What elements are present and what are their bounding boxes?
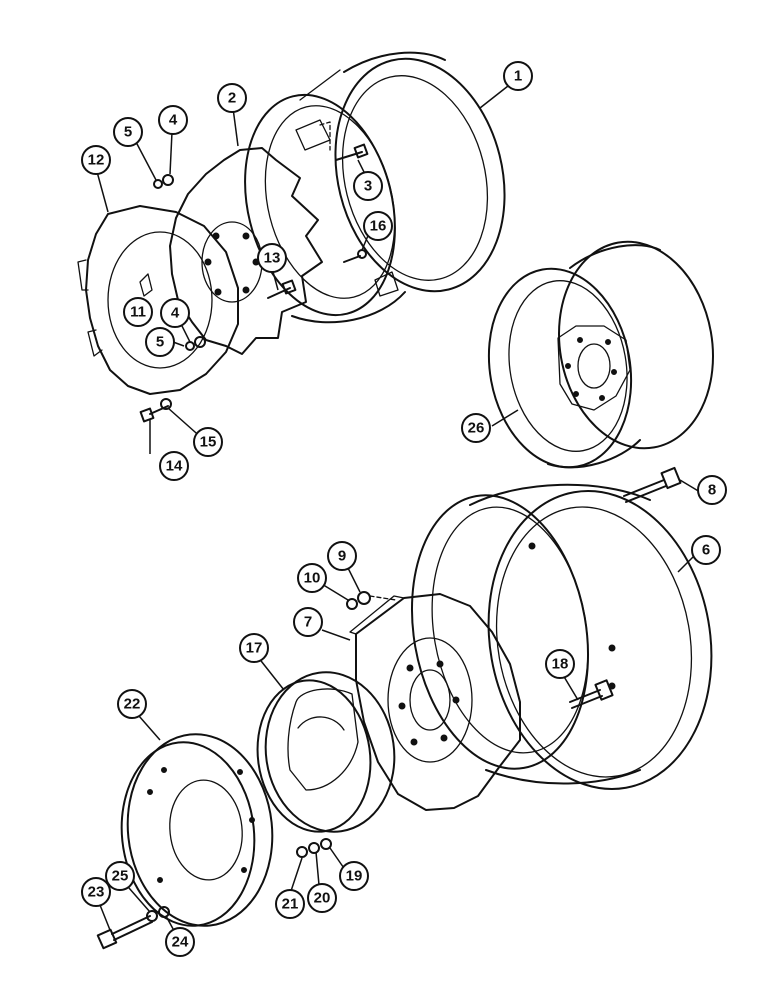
callout-2: 2 xyxy=(217,83,247,113)
callout-label: 13 xyxy=(264,250,281,267)
callout-label: 14 xyxy=(166,458,183,475)
callout-label: 10 xyxy=(304,570,321,587)
callout-label: 17 xyxy=(246,640,263,657)
callout-21: 21 xyxy=(275,889,305,919)
callout-label: 5 xyxy=(156,334,164,351)
callout-label: 16 xyxy=(370,218,387,235)
callout-label: 8 xyxy=(708,482,716,499)
callout-23: 23 xyxy=(81,877,111,907)
callout-label: 21 xyxy=(282,896,299,913)
callout-4b: 4 xyxy=(160,298,190,328)
rim-part-6 xyxy=(410,483,713,790)
callout-3: 3 xyxy=(353,171,383,201)
callout-6: 6 xyxy=(691,535,721,565)
callout-label: 4 xyxy=(169,112,178,129)
callout-label: 26 xyxy=(468,420,485,437)
ring-weight-part-17 xyxy=(256,671,396,858)
callout-label: 3 xyxy=(364,178,372,195)
callout-12: 12 xyxy=(81,145,111,175)
callout-7: 7 xyxy=(293,607,323,637)
callout-4a: 4 xyxy=(158,105,188,135)
callout-15: 15 xyxy=(193,427,223,457)
callout-11: 11 xyxy=(123,297,153,327)
callout-17: 17 xyxy=(239,633,269,663)
callout-label: 1 xyxy=(514,68,522,85)
leader-lines xyxy=(95,85,701,939)
callout-18: 18 xyxy=(545,649,575,679)
callout-label: 5 xyxy=(124,124,132,141)
callout-label: 11 xyxy=(130,304,146,321)
callout-label: 2 xyxy=(228,90,236,107)
counterweight-part-22 xyxy=(120,733,274,927)
callout-20: 20 xyxy=(307,883,337,913)
rim-part-26 xyxy=(487,240,714,469)
adaptor-plate-part-7 xyxy=(349,593,521,811)
callout-5a: 5 xyxy=(113,117,143,147)
callout-label: 9 xyxy=(338,548,346,565)
callout-16: 16 xyxy=(363,211,393,241)
callout-26: 26 xyxy=(461,413,491,443)
callout-label: 24 xyxy=(172,934,189,951)
callout-14: 14 xyxy=(159,451,189,481)
callout-label: 6 xyxy=(702,542,710,559)
callout-label: 19 xyxy=(346,868,363,885)
callout-label: 25 xyxy=(112,868,129,885)
callout-24: 24 xyxy=(165,927,195,957)
callout-label: 18 xyxy=(552,656,569,673)
callout-5b: 5 xyxy=(145,327,175,357)
callout-25: 25 xyxy=(105,861,135,891)
nut-washer-9-10 xyxy=(346,591,397,610)
callout-label: 22 xyxy=(124,696,141,713)
callout-label: 7 xyxy=(304,614,312,631)
bolt-part-18 xyxy=(569,679,614,709)
callout-1: 1 xyxy=(503,61,533,91)
bolt-part-8 xyxy=(623,466,682,503)
callout-8: 8 xyxy=(697,475,727,505)
callout-label: 20 xyxy=(314,890,331,907)
callout-22: 22 xyxy=(117,689,147,719)
center-disc-part-2 xyxy=(169,147,323,355)
callout-19: 19 xyxy=(339,861,369,891)
callout-label: 4 xyxy=(171,305,180,322)
callout-label: 12 xyxy=(88,152,105,169)
weight-disc-part-12 xyxy=(77,205,239,395)
callout-10: 10 xyxy=(297,563,327,593)
callout-13: 13 xyxy=(257,243,287,273)
callout-9: 9 xyxy=(327,541,357,571)
bolt-washer-23-24-25 xyxy=(96,906,170,950)
callout-label: 23 xyxy=(88,884,105,901)
rim-part-1 xyxy=(244,51,506,324)
callout-label: 15 xyxy=(200,434,217,451)
